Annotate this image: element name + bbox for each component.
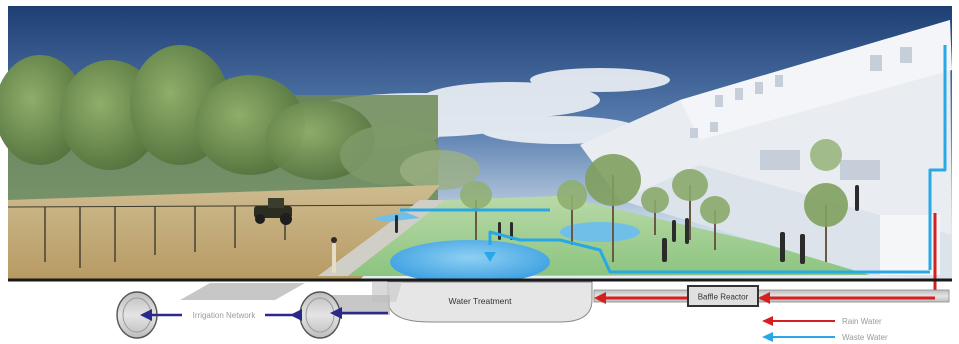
legend: Rain Water Waste Water <box>762 316 888 342</box>
legend-rain-water: Rain Water <box>762 316 882 326</box>
street-trees <box>460 139 848 262</box>
main-pipe <box>593 289 950 303</box>
arrow-left-icon <box>762 316 773 326</box>
legend-rain-water-label: Rain Water <box>842 317 882 326</box>
arrow-left-icon <box>762 332 773 342</box>
landscape-scene <box>0 6 952 300</box>
arrow-left-icon <box>140 309 152 321</box>
irrigation-pipe-right <box>299 291 390 339</box>
arrow-left-icon <box>290 309 302 321</box>
legend-waste-water-label: Waste Water <box>842 333 888 342</box>
arrow-left-icon <box>594 292 606 304</box>
walking-path <box>318 200 445 276</box>
baffle-reactor-label: Baffle Reactor <box>698 293 749 302</box>
arrow-down-icon <box>484 252 496 262</box>
underground-system: Baffle Reactor Water Treatment <box>116 281 950 339</box>
legend-waste-water: Waste Water <box>762 332 888 342</box>
pond-main <box>390 240 550 284</box>
waste-water-drainage <box>400 45 947 274</box>
baffle-reactor: Baffle Reactor <box>687 285 759 307</box>
pond-right <box>560 222 640 242</box>
irrigation-network-label: Irrigation Network <box>193 311 257 320</box>
tractor <box>254 198 292 225</box>
water-treatment-label: Water Treatment <box>449 296 513 306</box>
connector-left <box>180 283 305 300</box>
arrow-left-icon <box>330 307 342 319</box>
forest <box>0 45 480 205</box>
water-treatment-tank: Water Treatment <box>372 281 593 323</box>
arrow-left-icon <box>758 292 770 304</box>
irrigation-pipe-left <box>116 291 158 339</box>
fence-posts <box>7 204 441 268</box>
